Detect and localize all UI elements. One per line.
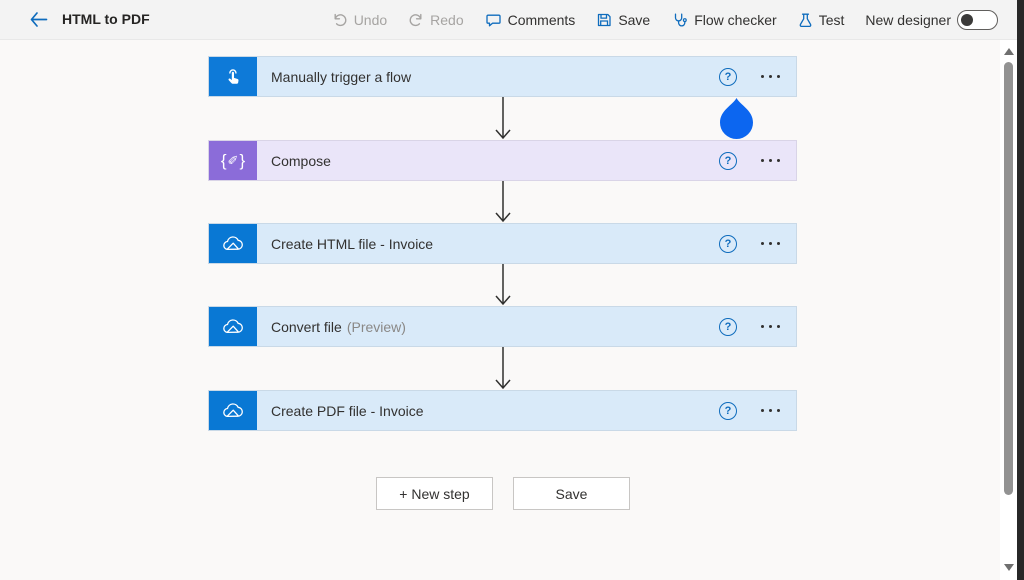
beaker-icon bbox=[798, 12, 813, 28]
toggle-knob bbox=[961, 14, 973, 26]
help-icon[interactable]: ? bbox=[719, 234, 737, 253]
step-title: Compose bbox=[271, 152, 331, 169]
manual-trigger-icon bbox=[209, 57, 257, 96]
flow-step-manual-trigger[interactable]: Manually trigger a flow ? bbox=[208, 56, 797, 97]
step-title: Create HTML file - Invoice bbox=[271, 235, 434, 252]
test-label: Test bbox=[818, 12, 845, 28]
help-icon[interactable]: ? bbox=[719, 151, 737, 170]
more-menu-icon[interactable] bbox=[761, 155, 780, 166]
step-title: Manually trigger a flow bbox=[271, 68, 412, 85]
window-edge bbox=[1017, 0, 1024, 580]
top-command-bar: HTML to PDF Undo Redo Comments Save bbox=[0, 0, 1024, 40]
toolbar: Undo Redo Comments Save Flow checker bbox=[332, 0, 998, 40]
onedrive-icon bbox=[209, 307, 257, 346]
connector-arrow bbox=[495, 97, 511, 140]
undo-label: Undo bbox=[353, 12, 388, 28]
flow-designer-canvas: Manually trigger a flow ? {✐} Compose ? bbox=[0, 40, 1017, 580]
comments-icon bbox=[485, 12, 502, 28]
new-designer-label: New designer bbox=[865, 12, 951, 28]
redo-button[interactable]: Redo bbox=[408, 12, 464, 28]
back-arrow-icon[interactable] bbox=[28, 10, 50, 30]
new-step-button[interactable]: + New step bbox=[376, 477, 493, 510]
flow-step-convert-file[interactable]: Convert file(Preview) ? bbox=[208, 306, 797, 347]
onedrive-icon bbox=[209, 224, 257, 263]
undo-button[interactable]: Undo bbox=[332, 12, 387, 28]
flow-step-compose[interactable]: {✐} Compose ? bbox=[208, 140, 797, 181]
more-menu-icon[interactable] bbox=[761, 71, 780, 82]
scroll-up-icon[interactable] bbox=[1004, 48, 1014, 55]
more-menu-icon[interactable] bbox=[761, 238, 780, 249]
step-title: Create PDF file - Invoice bbox=[271, 402, 424, 419]
redo-label: Redo bbox=[430, 12, 464, 28]
comments-button[interactable]: Comments bbox=[485, 12, 576, 28]
save-flow-button[interactable]: Save bbox=[513, 477, 630, 510]
flow-step-create-html-file[interactable]: Create HTML file - Invoice ? bbox=[208, 223, 797, 264]
scroll-down-icon[interactable] bbox=[1004, 564, 1014, 571]
touch-pointer-icon bbox=[720, 98, 753, 139]
connector-arrow bbox=[495, 264, 511, 306]
test-button[interactable]: Test bbox=[798, 12, 845, 28]
connector-arrow bbox=[495, 181, 511, 223]
new-designer-toggle[interactable] bbox=[957, 10, 998, 30]
vertical-scrollbar[interactable] bbox=[1000, 40, 1017, 580]
comments-label: Comments bbox=[507, 12, 576, 28]
new-designer-control: New designer bbox=[865, 10, 998, 30]
step-title: Convert file(Preview) bbox=[271, 318, 406, 335]
onedrive-icon bbox=[209, 391, 257, 430]
connector-arrow bbox=[495, 347, 511, 390]
flow-title: HTML to PDF bbox=[62, 11, 150, 27]
flow-checker-button[interactable]: Flow checker bbox=[671, 12, 777, 29]
redo-icon bbox=[408, 12, 424, 28]
save-icon bbox=[596, 12, 612, 28]
scrollbar-thumb[interactable] bbox=[1004, 62, 1013, 495]
preview-tag: (Preview) bbox=[346, 318, 406, 335]
stethoscope-icon bbox=[671, 12, 688, 29]
more-menu-icon[interactable] bbox=[761, 405, 780, 416]
more-menu-icon[interactable] bbox=[761, 321, 780, 332]
flow-step-create-pdf-file[interactable]: Create PDF file - Invoice ? bbox=[208, 390, 797, 431]
undo-icon bbox=[332, 12, 348, 28]
save-button[interactable]: Save bbox=[596, 12, 650, 28]
help-icon[interactable]: ? bbox=[719, 67, 737, 86]
flow-checker-label: Flow checker bbox=[694, 12, 777, 28]
help-icon[interactable]: ? bbox=[719, 401, 737, 420]
save-label: Save bbox=[618, 12, 651, 28]
help-icon[interactable]: ? bbox=[719, 317, 737, 336]
compose-icon: {✐} bbox=[209, 141, 257, 180]
